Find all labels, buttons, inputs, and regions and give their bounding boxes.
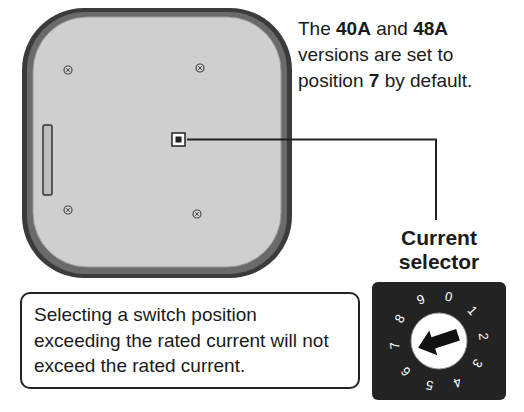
- slot: [43, 125, 52, 195]
- screw-marks: [66, 66, 202, 216]
- housing-rim: [27, 12, 287, 274]
- selector-heading: Current selector: [358, 226, 520, 274]
- note-box: Selecting a switch position exceeding th…: [20, 292, 360, 389]
- note-text: The 40A and 48A versions are set to posi…: [298, 16, 520, 95]
- housing-back: [33, 17, 281, 267]
- dial-knob: [411, 313, 467, 369]
- leader-line: [187, 140, 436, 221]
- housing-outer: [22, 8, 292, 278]
- dial-arrow: [414, 322, 462, 360]
- selector-access: [172, 133, 185, 146]
- current-selector: Current selector: [372, 282, 506, 400]
- note-text: Selecting a switch position exceeding th…: [34, 302, 346, 379]
- dial-number: 2: [477, 332, 491, 341]
- selector-access-core: [176, 137, 182, 143]
- screws: [64, 64, 204, 218]
- dial-body: [372, 282, 506, 400]
